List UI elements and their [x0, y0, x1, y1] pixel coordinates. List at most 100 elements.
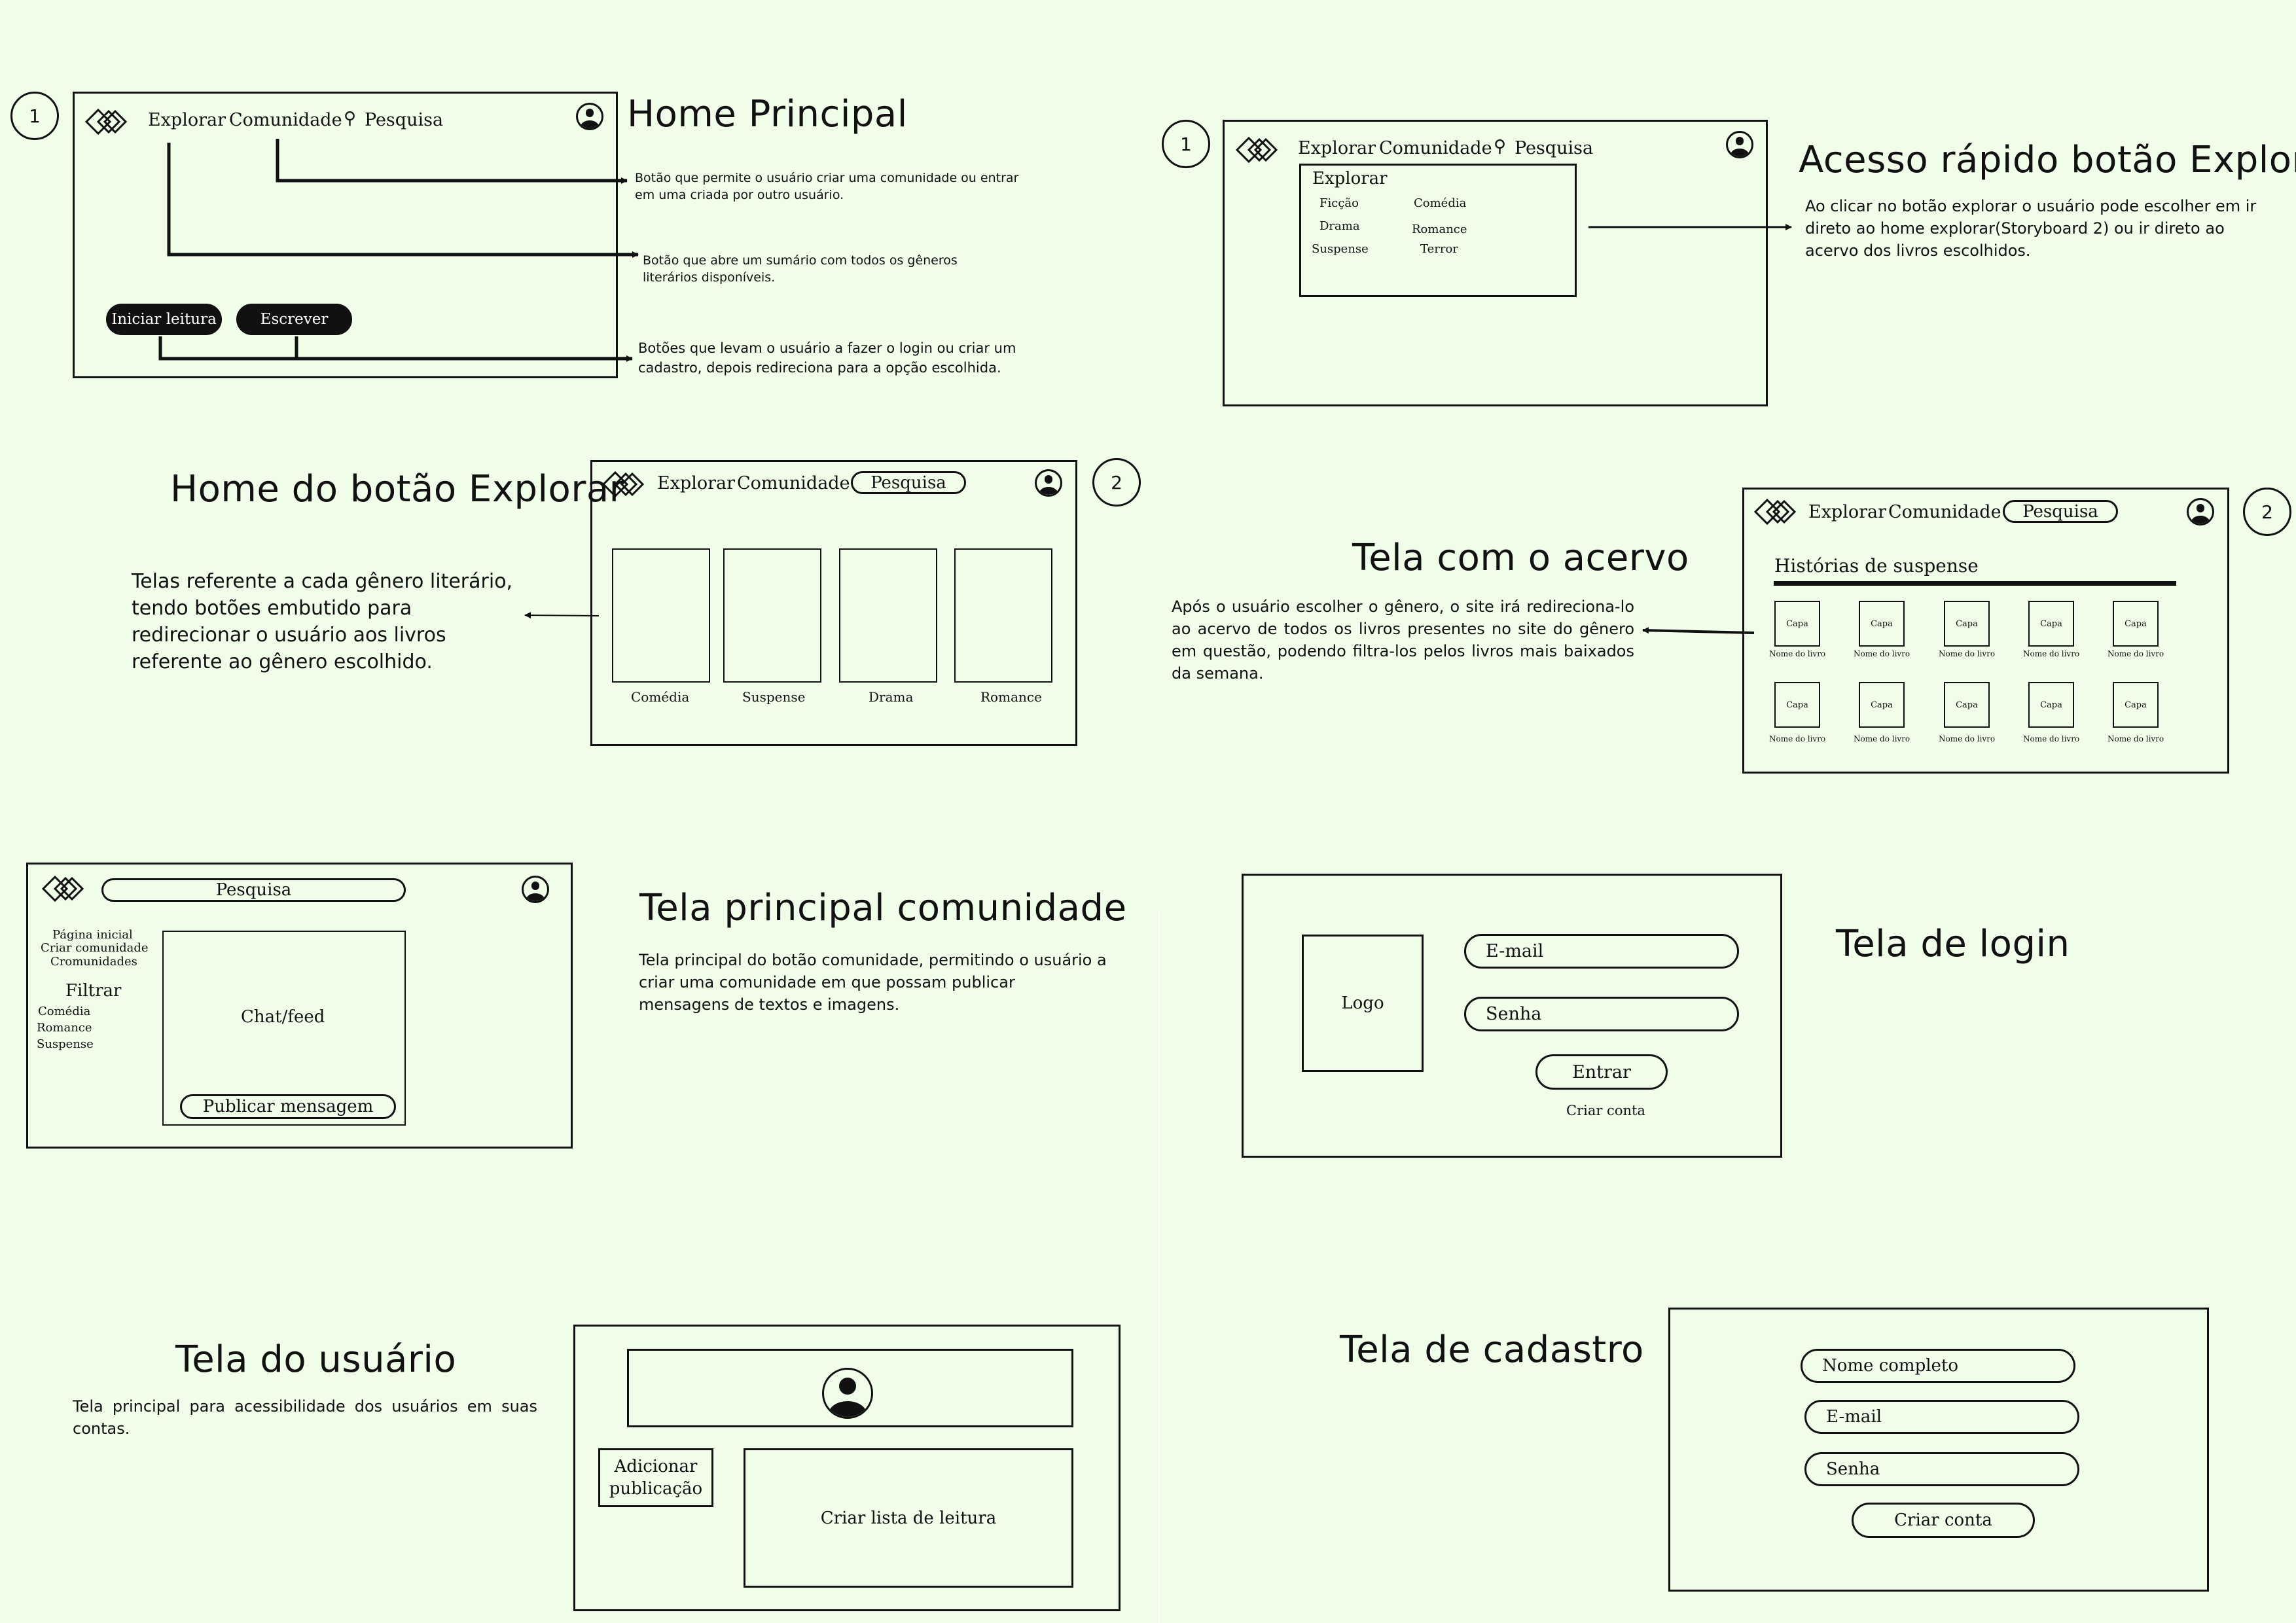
genre-card-label: Romance	[980, 689, 1042, 705]
storyboard-number: 2	[1092, 458, 1141, 507]
criar-conta-link[interactable]: Criar conta	[1566, 1103, 1645, 1118]
logo-icon	[85, 108, 128, 135]
storyboard-number: 2	[2243, 488, 2291, 536]
panel-title: Home do botão Explorar	[170, 468, 625, 510]
nav-pesquisa[interactable]: Pesquisa	[1515, 138, 1594, 158]
chat-feed-area	[162, 931, 406, 1126]
genre-card-romance[interactable]	[954, 548, 1052, 683]
annotation-acervo: Após o usuário escolher o gênero, o site…	[1172, 597, 1634, 683]
book-cover[interactable]: Capa	[2028, 601, 2074, 647]
filter-title: Filtrar	[65, 981, 122, 1001]
search-icon[interactable]: ⚲	[344, 109, 357, 128]
genre-card-drama[interactable]	[839, 548, 937, 683]
book-title: Nome do livro	[1939, 649, 1996, 658]
genre-romance[interactable]: Romance	[1412, 223, 1467, 236]
search-icon[interactable]: ⚲	[1494, 137, 1507, 156]
explorar-dropdown	[1299, 164, 1577, 297]
escrever-button[interactable]: Escrever	[236, 304, 352, 335]
cadastro-frame	[1668, 1308, 2209, 1592]
nav-comunidade[interactable]: Comunidade	[737, 473, 850, 493]
user-avatar-icon[interactable]	[1726, 131, 1753, 158]
adicionar-publicacao-button[interactable]: Adicionar publicação	[598, 1448, 713, 1507]
book-cover[interactable]: Capa	[1944, 682, 1990, 728]
logo-icon	[602, 471, 645, 498]
sidebar-link-comunidades[interactable]: Cromunidades	[50, 955, 137, 969]
criar-conta-button[interactable]: Criar conta	[1852, 1503, 2035, 1538]
book-title: Nome do livro	[2023, 734, 2080, 743]
user-avatar-icon[interactable]	[2187, 498, 2214, 526]
user-avatar-icon[interactable]	[1035, 469, 1062, 497]
publicar-mensagem-button[interactable]: Publicar mensagem	[180, 1094, 396, 1119]
user-avatar-icon[interactable]	[576, 103, 603, 130]
logo-placeholder: Logo	[1302, 935, 1424, 1072]
heading-underline	[1774, 581, 2176, 586]
book-cover[interactable]: Capa	[2113, 601, 2159, 647]
book-cover[interactable]: Capa	[1859, 601, 1905, 647]
sidebar-link-pagina-inicial[interactable]: Página inicial	[52, 928, 133, 942]
chat-feed-label: Chat/feed	[241, 1007, 325, 1027]
book-title: Nome do livro	[1769, 734, 1826, 743]
acervo-heading: Histórias de suspense	[1774, 555, 1979, 577]
annotation-comunidade-tela: Tela principal do botão comunidade, perm…	[639, 951, 1107, 1014]
nav-comunidade[interactable]: Comunidade	[1379, 138, 1492, 158]
criar-lista-leitura-area[interactable]: Criar lista de leitura	[744, 1448, 1073, 1588]
genre-suspense[interactable]: Suspense	[1312, 242, 1369, 256]
nome-completo-field[interactable]: Nome completo	[1801, 1349, 2075, 1383]
password-field[interactable]: Senha	[1804, 1452, 2079, 1486]
book-title: Nome do livro	[2108, 649, 2164, 658]
search-input[interactable]: Pesquisa	[851, 471, 966, 494]
sidebar-link-criar-comunidade[interactable]: Criar comunidade	[41, 941, 149, 955]
annotation-explorar-dropdown: Ao clicar no botão explorar o usuário po…	[1805, 197, 2257, 260]
nav-pesquisa[interactable]: Pesquisa	[365, 110, 444, 130]
genre-card-label: Comédia	[631, 689, 690, 705]
storyboard-number: 1	[10, 92, 59, 140]
home-principal-frame	[73, 92, 618, 378]
search-input[interactable]: Pesquisa	[101, 878, 406, 902]
annotation-comunidade: Botão que permite o usuário criar uma co…	[635, 171, 1019, 202]
book-title: Nome do livro	[1854, 734, 1910, 743]
logo-icon	[42, 875, 84, 902]
book-cover[interactable]: Capa	[1944, 601, 1990, 647]
book-title: Nome do livro	[1939, 734, 1996, 743]
nav-explorar[interactable]: Explorar	[148, 110, 226, 130]
profile-avatar-icon[interactable]	[822, 1368, 873, 1419]
iniciar-leitura-button[interactable]: Iniciar leitura	[106, 304, 222, 335]
genre-ficcao[interactable]: Ficção	[1319, 196, 1359, 210]
comunidade-frame	[26, 863, 573, 1149]
email-field[interactable]: E-mail	[1804, 1400, 2079, 1434]
book-cover[interactable]: Capa	[2028, 682, 2074, 728]
login-frame	[1242, 874, 1782, 1158]
nav-explorar[interactable]: Explorar	[1808, 502, 1887, 522]
genre-card-label: Suspense	[742, 689, 806, 705]
entrar-button[interactable]: Entrar	[1535, 1054, 1668, 1090]
panel-title: Tela de cadastro	[1340, 1329, 1644, 1371]
page-divider	[1158, 910, 1160, 1623]
panel-title: Tela principal comunidade	[639, 887, 1127, 929]
email-field[interactable]: E-mail	[1464, 934, 1739, 969]
annotation-usuario: Tela principal para acessibilidade dos u…	[73, 1397, 537, 1438]
filter-comedia[interactable]: Comédia	[38, 1005, 91, 1018]
panel-title: Tela com o acervo	[1352, 537, 1689, 579]
user-avatar-icon[interactable]	[522, 876, 549, 903]
search-input[interactable]: Pesquisa	[2003, 500, 2118, 523]
genre-comedia[interactable]: Comédia	[1414, 196, 1467, 210]
genre-terror[interactable]: Terror	[1420, 242, 1458, 256]
acesso-rapido-frame	[1223, 120, 1768, 406]
nav-explorar[interactable]: Explorar	[1298, 138, 1376, 158]
genre-card-comedia[interactable]	[612, 548, 710, 683]
filter-suspense[interactable]: Suspense	[37, 1037, 94, 1051]
book-cover[interactable]: Capa	[2113, 682, 2159, 728]
filter-romance[interactable]: Romance	[37, 1021, 92, 1035]
book-cover[interactable]: Capa	[1774, 682, 1820, 728]
usuario-frame	[573, 1325, 1121, 1611]
nav-comunidade[interactable]: Comunidade	[229, 110, 342, 130]
panel-title: Acesso rápido botão Explorar	[1799, 139, 2296, 181]
nav-comunidade[interactable]: Comunidade	[1888, 502, 2001, 522]
genre-drama[interactable]: Drama	[1319, 219, 1360, 233]
password-field[interactable]: Senha	[1464, 997, 1739, 1031]
nav-explorar[interactable]: Explorar	[657, 473, 736, 493]
genre-card-suspense[interactable]	[723, 548, 821, 683]
book-cover[interactable]: Capa	[1859, 682, 1905, 728]
book-cover[interactable]: Capa	[1774, 601, 1820, 647]
logo-icon	[1236, 136, 1278, 164]
